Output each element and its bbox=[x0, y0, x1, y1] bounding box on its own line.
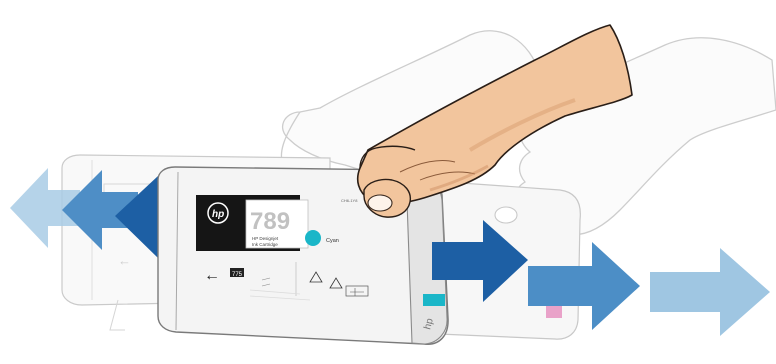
arrow-right-light bbox=[650, 248, 770, 336]
color-name-text: Cyan bbox=[326, 238, 339, 244]
model-number: 789 bbox=[250, 208, 290, 235]
product-line-text: HP Designjet bbox=[252, 236, 279, 241]
cyan-color-dot bbox=[305, 230, 321, 246]
cyan-color-tab bbox=[423, 294, 445, 306]
thumbnail bbox=[368, 195, 392, 211]
volume-badge-text: 775 bbox=[232, 272, 243, 278]
product-type-text: Ink Cartridge bbox=[252, 242, 278, 247]
barcode-id: CH6-1Y8 bbox=[341, 198, 358, 203]
magenta-color-tab bbox=[546, 304, 562, 318]
ghost-arrow-left-glyph: ← bbox=[118, 253, 131, 268]
insert-direction-arrow-icon: ← bbox=[204, 267, 220, 284]
hp-logo-text: hp bbox=[212, 209, 224, 220]
ghost-thumbnail bbox=[495, 207, 517, 223]
